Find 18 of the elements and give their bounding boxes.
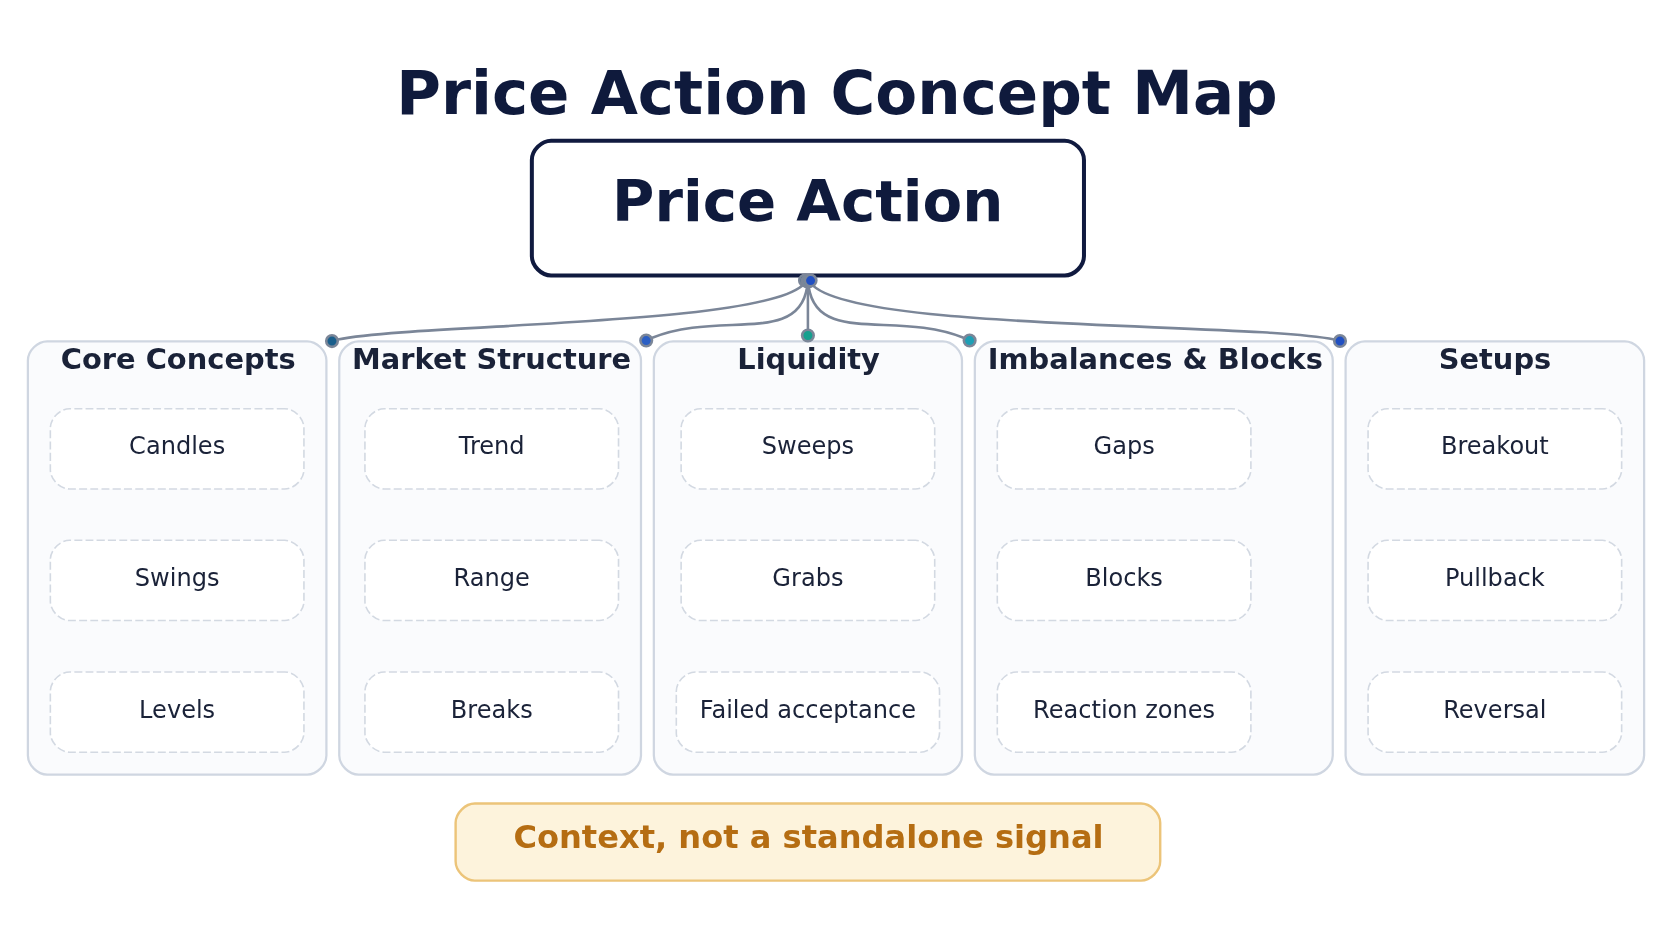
node-box: Pullback [1367,539,1623,622]
node-box: Levels [49,671,305,753]
node-box: Reversal [1367,671,1623,753]
node-box: Blocks [996,539,1252,622]
node-box: Swings [49,539,305,622]
node-box: Candles [49,407,305,490]
node-box: Grabs [680,539,936,622]
node-box: Sweeps [680,407,936,490]
node-box: Reaction zones [996,671,1252,753]
node-box: Context, not a standalone signal [454,802,1162,882]
node-box: Trend [364,407,620,490]
node-box: Breaks [364,671,620,753]
diagram-title: Price Action Concept Map [396,57,1278,129]
node-box: Breakout [1367,407,1623,490]
node-box: Price Action [529,138,1086,278]
node-box: Range [364,539,620,622]
node-box: Failed acceptance [675,671,941,753]
node-box: Gaps [996,407,1252,490]
